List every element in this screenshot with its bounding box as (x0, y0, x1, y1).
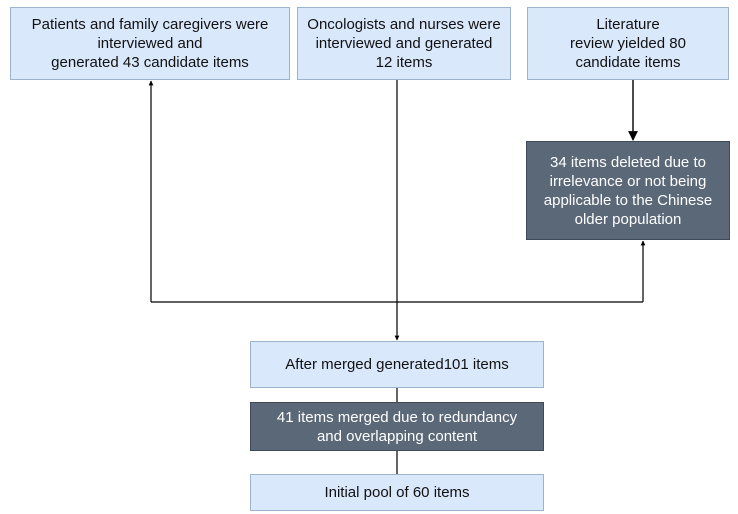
literature-review-box: Literature review yielded 80 candidate i… (527, 7, 729, 80)
patients-caregivers-box: Patients and family caregivers were inte… (10, 7, 290, 80)
items-deleted-box: 34 items deleted due to irrelevance or n… (526, 141, 730, 240)
initial-pool-box: Initial pool of 60 items (250, 474, 544, 511)
oncologists-nurses-box: Oncologists and nurses were interviewed … (297, 7, 511, 80)
after-merged-box: After merged generated101 items (250, 341, 544, 388)
items-merged-box: 41 items merged due to redundancy and ov… (250, 402, 544, 451)
